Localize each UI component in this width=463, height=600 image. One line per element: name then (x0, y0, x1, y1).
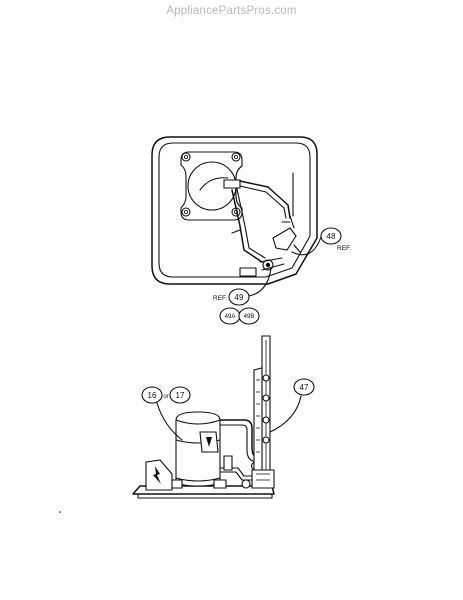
callout-49[interactable]: 49 (228, 288, 250, 306)
riser-fitting (262, 394, 270, 402)
ref-label-48: REF. (337, 245, 351, 252)
discharge-tube-inner (239, 185, 287, 219)
side-view-assembly (132, 335, 302, 499)
base-pan-outer (151, 136, 318, 285)
callout-16[interactable]: 16 (141, 386, 163, 404)
mount-hole (183, 154, 188, 159)
ref-label-49: REF. (213, 295, 227, 302)
fitting-49-core (265, 262, 271, 268)
riser-base-detail (256, 473, 270, 481)
suction-tube-inner (236, 188, 266, 259)
callout-17-label: 17 (176, 391, 185, 400)
mount-hole (181, 207, 191, 217)
compressor-top (175, 419, 221, 425)
callout-49a[interactable]: 49A (219, 307, 241, 325)
watermark: AppliancePartsPros.com (166, 5, 297, 17)
left-bracket (145, 459, 173, 491)
callout-17[interactable]: 17 (169, 386, 191, 404)
riser-base-block (251, 469, 275, 489)
top-view-assembly (151, 136, 322, 297)
callout-16-label: 16 (148, 391, 157, 400)
mount-hole (233, 154, 238, 159)
mount-hole (181, 152, 191, 162)
compressor-foot (171, 479, 227, 489)
callout-49a-label: 49A (225, 314, 236, 320)
callout-47[interactable]: 47 (293, 378, 315, 396)
callout-49b[interactable]: 49B (238, 307, 260, 325)
leader-49 (248, 267, 272, 297)
callout-48-label: 48 (327, 232, 336, 241)
lightning-symbol (153, 466, 161, 484)
riser-fitting (262, 436, 270, 444)
or-label: or (163, 394, 168, 400)
side-discharge-tube-inner (219, 424, 259, 463)
riser-plate-holes (256, 379, 260, 453)
compressor-dome-detail (199, 177, 229, 191)
riser-fitting (262, 416, 270, 424)
stray-dot (59, 511, 61, 513)
leader-16-17 (156, 402, 183, 441)
base-pan-inner (158, 142, 311, 278)
leader-47 (269, 395, 302, 433)
riser-fitting (262, 374, 270, 382)
terminal-bolt (206, 437, 212, 447)
riser-side-plate (253, 367, 263, 487)
compressor-terminal (223, 179, 241, 189)
suction-tube (231, 189, 263, 263)
fitting-49-tube (259, 257, 285, 271)
mount-hole (183, 209, 188, 214)
callout-49b-label: 49B (244, 314, 255, 320)
side-valve (223, 455, 233, 471)
callout-48[interactable]: 48 (320, 227, 342, 245)
leader-48 (291, 236, 322, 256)
callout-49-label: 49 (235, 293, 244, 302)
base-platform-lip (137, 493, 273, 499)
service-valve (272, 227, 297, 251)
mount-hole (231, 152, 241, 162)
callout-47-label: 47 (300, 383, 309, 392)
tube-stub (231, 229, 257, 277)
service-valve-stem (281, 215, 301, 253)
side-valve-cap (241, 479, 251, 489)
discharge-tube (239, 180, 291, 219)
